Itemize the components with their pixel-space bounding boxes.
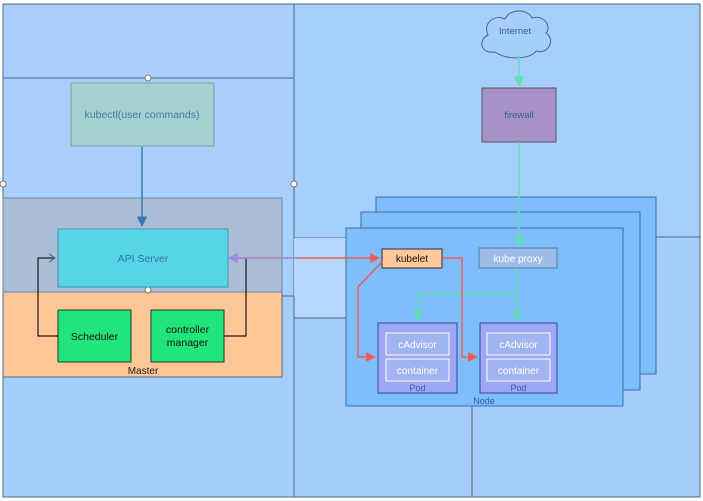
internet-label: Internet: [499, 26, 532, 37]
pod-1-caption: Pod: [409, 383, 425, 393]
kubelet-node[interactable]: kubelet: [381, 248, 443, 269]
kubelet-to-pod-1-arrow: [357, 261, 383, 362]
scheduler-to-api-arrowhead: [48, 253, 57, 263]
handle-left[interactable]: [0, 180, 7, 188]
kube-proxy-box[interactable]: [478, 247, 558, 269]
pod-2-cadvisor-box[interactable]: [486, 332, 551, 356]
kube-proxy-node[interactable]: kube proxy: [478, 247, 558, 269]
scheduler-node[interactable]: Scheduler: [57, 309, 132, 363]
selection-handles: [0, 74, 298, 294]
master-label: Master: [128, 366, 159, 377]
api-server-box[interactable]: [57, 228, 229, 288]
internet-cloud-icon[interactable]: [481, 10, 551, 59]
kube-proxy-to-pod-1-arrow: [413, 293, 517, 321]
api-server-node[interactable]: API Server: [57, 228, 229, 288]
internet-node[interactable]: Internet: [481, 10, 551, 59]
pod-1[interactable]: cAdvisor container Pod: [377, 322, 458, 394]
handle-bottom[interactable]: [144, 286, 152, 294]
api-server-label: API Server: [118, 253, 169, 265]
controller-manager-node[interactable]: controller manager: [150, 309, 225, 363]
kubelet-label: kubelet: [396, 254, 428, 265]
node-connectors: [228, 142, 524, 362]
kubectl-box[interactable]: [70, 82, 215, 147]
firewall-node[interactable]: firewall: [481, 87, 557, 143]
pod-1-container-label: container: [397, 366, 439, 377]
controller-manager-box[interactable]: [150, 309, 225, 363]
pod-2-container-box[interactable]: [486, 358, 551, 382]
pod-2[interactable]: cAdvisor container Pod: [479, 322, 558, 394]
master-orange-panel: [2, 289, 283, 378]
firewall-label: firewall: [504, 110, 534, 121]
pod-1-cadvisor-label: cAdvisor: [398, 340, 437, 351]
pod-2-caption: Pod: [510, 383, 526, 393]
pod-1-container-box[interactable]: [385, 358, 450, 382]
controller-manager-label-line1: controller: [166, 324, 210, 336]
scheduler-to-api-line: [37, 257, 58, 337]
node-label: Node: [473, 396, 495, 406]
pod-1-cadvisor-box[interactable]: [385, 332, 450, 356]
handle-right[interactable]: [290, 180, 298, 188]
handle-top[interactable]: [144, 74, 152, 82]
scheduler-box[interactable]: [57, 309, 132, 363]
firewall-box[interactable]: [481, 87, 557, 143]
kube-proxy-label: kube proxy: [494, 254, 543, 265]
scheduler-label: Scheduler: [71, 331, 119, 343]
kubectl-label: kubectl(user commands): [85, 109, 200, 121]
controller-manager-label-line2: manager: [167, 337, 209, 349]
pod-2-cadvisor-label: cAdvisor: [499, 340, 538, 351]
kubectl-node[interactable]: kubectl(user commands): [70, 82, 215, 147]
pod-2-container-label: container: [498, 366, 540, 377]
kubelet-to-pod-2-arrow: [442, 257, 478, 362]
